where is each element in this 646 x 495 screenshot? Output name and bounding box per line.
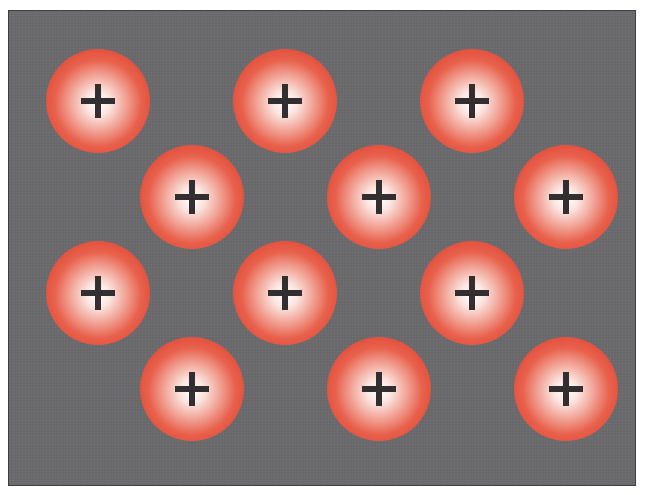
positive-ion [46,49,150,153]
plus-sign-icon [268,84,302,118]
positive-ion [514,337,618,441]
positive-ion [140,337,244,441]
plus-sign-icon [175,372,209,406]
plus-sign-icon [549,372,583,406]
plus-sign-icon [175,180,209,214]
positive-ion [233,241,337,345]
plus-sign-icon [549,180,583,214]
positive-ion [140,145,244,249]
ion-lattice [9,11,635,485]
diagram-panel [8,10,636,486]
positive-ion [233,49,337,153]
plus-sign-icon [81,84,115,118]
positive-ion [327,337,431,441]
plus-sign-icon [81,276,115,310]
positive-ion [420,241,524,345]
positive-ion [420,49,524,153]
positive-ion [327,145,431,249]
plus-sign-icon [455,276,489,310]
plus-sign-icon [362,180,396,214]
plus-sign-icon [455,84,489,118]
plus-sign-icon [362,372,396,406]
positive-ion [46,241,150,345]
plus-sign-icon [268,276,302,310]
positive-ion [514,145,618,249]
